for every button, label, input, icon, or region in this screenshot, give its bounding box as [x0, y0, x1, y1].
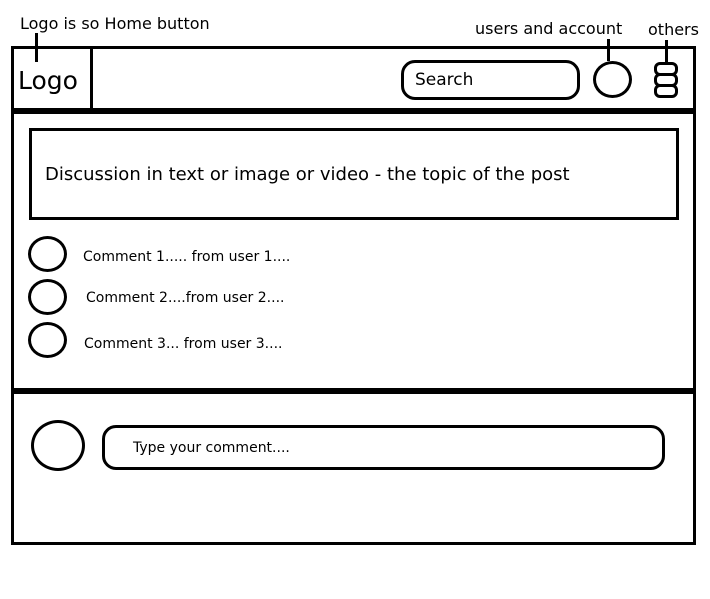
account-avatar-icon[interactable]	[593, 61, 632, 98]
logo-home-button[interactable]: Logo	[18, 66, 78, 95]
comments-separator	[11, 388, 696, 394]
comment-3-avatar	[28, 322, 67, 358]
post-topic-box: Discussion in text or image or video - t…	[29, 128, 679, 220]
header-separator	[11, 108, 696, 114]
others-menu-icon[interactable]	[654, 62, 680, 100]
comment-1-avatar	[28, 236, 67, 272]
comment-input[interactable]: Type your comment....	[102, 425, 665, 470]
logo-annotation: Logo is so Home button	[20, 14, 210, 33]
app-frame	[11, 46, 696, 545]
users-annotation-pointer	[607, 39, 610, 61]
others-annotation: others	[648, 20, 699, 39]
composer-avatar	[31, 420, 85, 471]
others-annotation-pointer	[665, 40, 668, 62]
logo-divider	[90, 49, 93, 110]
comment-2-text: Comment 2....from user 2....	[86, 290, 285, 306]
users-annotation: users and account	[475, 19, 623, 38]
comment-2-avatar	[28, 279, 67, 315]
menu-stack-segment-bottom	[654, 84, 678, 98]
comment-3-text: Comment 3... from user 3....	[84, 336, 283, 352]
comment-1-text: Comment 1..... from user 1....	[83, 249, 291, 265]
search-input[interactable]: Search	[401, 60, 580, 100]
